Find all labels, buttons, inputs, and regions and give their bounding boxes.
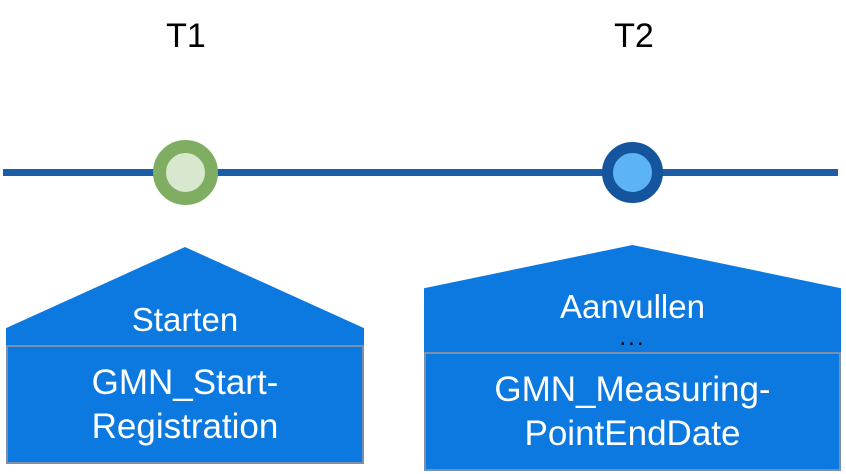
callout-action-label-t1: Starten	[131, 301, 239, 338]
callout-banner-t1: Starten	[6, 247, 364, 346]
callout-ellipsis-t2: ...	[619, 324, 646, 351]
callout-message-box-t1: GMN_Start-Registration	[6, 345, 364, 464]
green-circle-icon	[153, 140, 218, 205]
timeline-axis	[3, 169, 838, 176]
callout-banner-t2: Aanvullen ...	[424, 245, 841, 353]
callout-action-label-t2: Aanvullen	[560, 288, 705, 325]
time-point-label-t2: T2	[614, 17, 654, 55]
callout-message-box-t2: GMN_Measuring-PointEndDate	[424, 352, 841, 471]
blue-circle-icon	[602, 142, 663, 203]
callout-message-text-t2: GMN_Measuring-PointEndDate	[494, 369, 771, 453]
time-point-label-t1: T1	[166, 17, 206, 55]
callout-message-text-t1: GMN_Start-Registration	[91, 362, 279, 446]
